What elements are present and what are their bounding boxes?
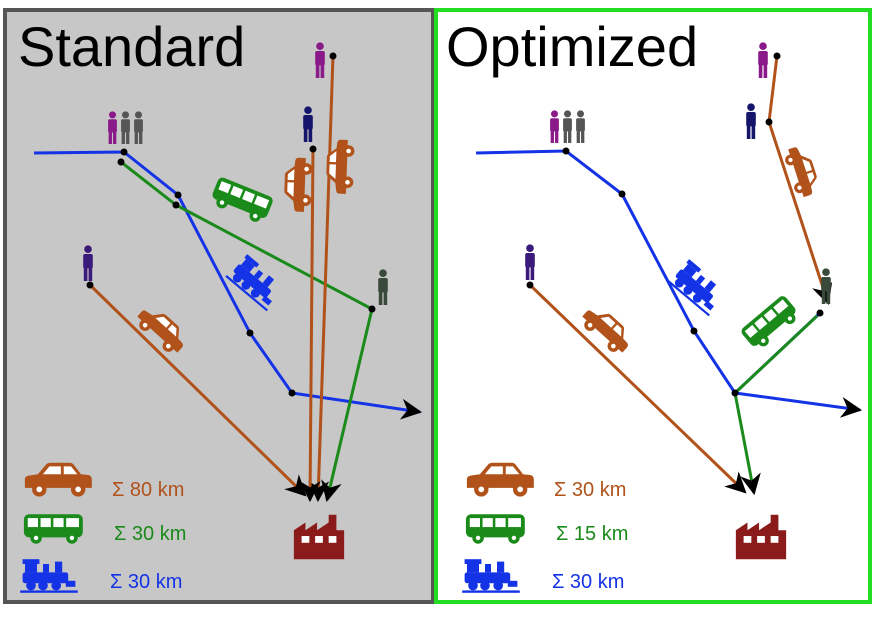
bus-route (733, 314, 819, 395)
bus-route (120, 160, 374, 503)
route-stops (86, 52, 376, 397)
panel-title: Optimized (446, 15, 698, 78)
bus-route (733, 392, 761, 496)
panel-standard-background (3, 8, 435, 604)
legend: Σ 30 km Σ 15 km Σ 30 km (462, 462, 628, 593)
train-route (33, 150, 423, 420)
legend: Σ 80 km Σ 30 km Σ 30 km (20, 462, 186, 593)
train-route (475, 149, 863, 418)
panel-optimized-background (434, 8, 872, 604)
car-route (308, 55, 335, 503)
panel-standard: Standard Σ (3, 8, 435, 604)
train-total-distance: Σ 30 km (110, 571, 182, 593)
route-stops (526, 52, 824, 397)
panel-optimized: Optimized Σ 30 km (434, 8, 872, 604)
bus-total-distance: Σ 30 km (114, 523, 186, 545)
car-route (88, 283, 307, 497)
panel-title: Standard (18, 15, 245, 78)
car-total-distance: Σ 30 km (554, 479, 626, 501)
car-total-distance: Σ 80 km (112, 479, 184, 501)
car-route (528, 283, 747, 494)
bus-total-distance: Σ 15 km (556, 523, 628, 545)
train-total-distance: Σ 30 km (552, 571, 624, 593)
car-route (299, 148, 321, 503)
